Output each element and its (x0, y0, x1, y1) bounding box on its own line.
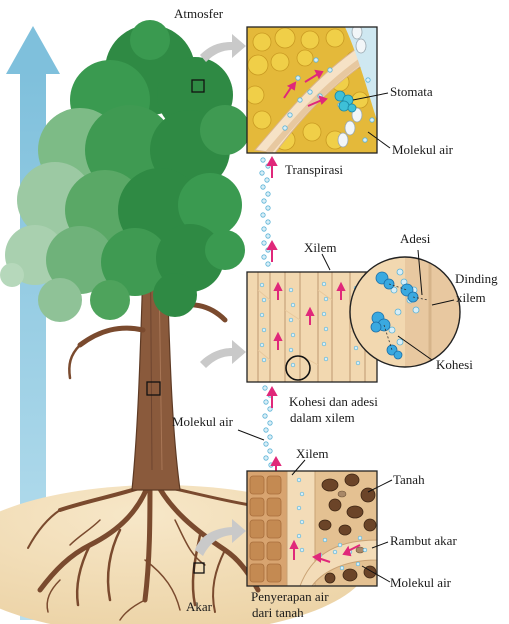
label-xilem-trunk: Xilem (304, 240, 337, 255)
leaf-inset (246, 26, 378, 154)
tree-foliage (0, 20, 250, 322)
stomata-molecules (334, 90, 357, 113)
root-inset (246, 470, 378, 587)
label-adesi: Adesi (400, 231, 431, 246)
label-akar: Akar (186, 599, 212, 614)
xylem-focus-circle (285, 355, 311, 381)
label-atmosfer: Atmosfer (174, 6, 224, 21)
label-transpirasi: Transpirasi (285, 162, 344, 177)
leader-lines (237, 92, 455, 583)
label-kohesi-adesi-line1: Kohesi dan adesi (289, 394, 378, 409)
label-rambut-akar: Rambut akar (390, 533, 457, 548)
root-locator-square (193, 562, 205, 574)
label-dinding-line2: xilem (456, 290, 486, 305)
label-penyerapan-line2: dari tanah (252, 605, 304, 620)
label-tanah: Tanah (393, 472, 425, 487)
label-molekul-air-leaf: Molekul air (392, 142, 454, 157)
trunk-locator-square (146, 381, 161, 396)
column-flow-arrows (266, 155, 282, 478)
label-penyerapan-line1: Penyerapan air (251, 589, 329, 604)
cohesion-zoom-circle (349, 256, 461, 368)
label-molekul-air-trunk: Molekul air (172, 414, 234, 429)
label-kohesi-adesi-line2: dalam xilem (290, 410, 355, 425)
label-dinding-line1: Dinding (455, 271, 498, 286)
label-xilem-root: Xilem (296, 446, 329, 461)
label-stomata: Stomata (390, 84, 433, 99)
leaf-locator-square (191, 79, 205, 93)
label-molekul-air-root: Molekul air (390, 575, 452, 590)
water-column (259, 157, 274, 468)
label-kohesi: Kohesi (436, 357, 473, 372)
